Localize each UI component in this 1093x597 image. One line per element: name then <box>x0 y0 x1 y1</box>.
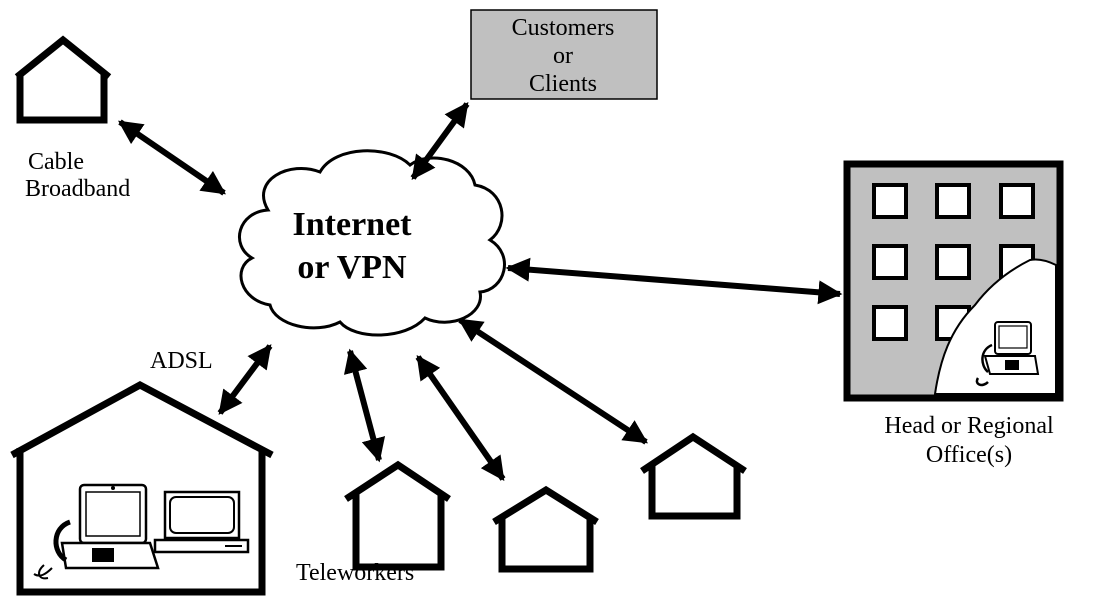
adsl-label: ADSL <box>150 348 213 374</box>
arrow-teleworker-1 <box>343 348 386 463</box>
arrow-teleworker-3 <box>457 317 649 445</box>
house-icon <box>640 432 747 520</box>
video-phone-icon <box>33 483 160 580</box>
house-icon <box>14 35 112 124</box>
arrow-customers <box>410 102 470 180</box>
arrow-cable <box>118 119 226 196</box>
video-phone-icon <box>975 321 1040 387</box>
house-icon <box>344 460 451 571</box>
customers-label-line3: Clients <box>529 71 597 97</box>
cloud-label-line1: Internet <box>293 206 413 243</box>
customers-label-line1: Customers <box>512 15 615 41</box>
cable-label-line2: Broadband <box>25 176 130 202</box>
arrow-office <box>505 257 843 305</box>
arrow-teleworker-2 <box>415 355 506 481</box>
connection-arrows <box>118 102 843 481</box>
office-label-line2: Office(s) <box>926 442 1012 468</box>
house-icon <box>10 381 274 596</box>
arrow-adsl <box>217 344 273 415</box>
cloud-icon <box>237 149 506 337</box>
house-icon <box>492 485 599 573</box>
office-label-line1: Head or Regional <box>884 413 1054 439</box>
customers-label-line2: or <box>553 43 573 69</box>
cable-label-line1: Cable <box>28 149 84 175</box>
cloud-label-line2: or VPN <box>297 249 407 286</box>
customers-box <box>470 9 658 100</box>
computer-icon <box>153 490 250 554</box>
teleworkers-label: Teleworkers <box>296 560 414 586</box>
